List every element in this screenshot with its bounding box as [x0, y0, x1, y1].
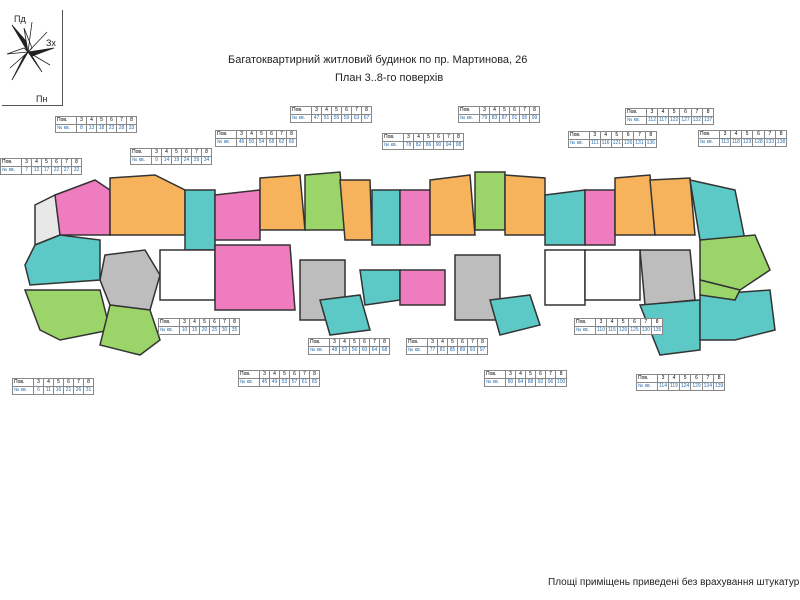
apt-orange-right2 [649, 177, 696, 236]
apt-cyan-right3 [699, 289, 776, 341]
apt-pink-center-left2 [214, 244, 296, 311]
apt-cyan-left [184, 189, 216, 251]
apt-green-left2 [99, 304, 161, 356]
apt-pink-right [584, 189, 616, 246]
compass-label-pd: Пд [14, 14, 26, 24]
apt-cyan-right [689, 179, 746, 241]
apt-cyan-center-left [371, 189, 401, 246]
apt-cyan-right2 [638, 299, 701, 356]
table-header-apt: № кв. [55, 124, 77, 133]
apt-pink-center-right2 [399, 269, 446, 306]
compass-label-zx: Зх [46, 38, 56, 48]
plan-outline [23, 171, 776, 356]
apt-white-center-right [544, 249, 586, 306]
compass-box: Пд Зх Пн [2, 10, 63, 106]
apt-orange-center-right2 [504, 174, 546, 236]
apt-cyan-center-left2 [319, 294, 371, 336]
apt-pink-center-left [214, 189, 261, 241]
page-title: Багатоквартирний житловий будинок по пр.… [228, 54, 528, 66]
apt-white-right [584, 249, 641, 301]
apt-orange-left [109, 174, 186, 236]
apt-cyan-center-right2 [489, 294, 541, 336]
stair-right [639, 249, 696, 306]
apt-green-right2 [699, 279, 742, 301]
apt-green-right [699, 234, 771, 291]
apt-cyan-center-left3 [359, 269, 401, 306]
compass-label-pn: Пн [36, 94, 48, 104]
footnote: Площі приміщень приведені без врахування… [548, 577, 800, 588]
apt-white-left [159, 249, 216, 301]
apt-pink-center-right [399, 189, 431, 246]
apt-green-left [23, 289, 111, 341]
apt-orange-center-left2 [339, 179, 373, 241]
apt-green-center-right [474, 171, 506, 231]
apt-orange-center-left [259, 174, 306, 231]
compass-rose-icon [6, 21, 55, 81]
apt-cyan-center-right [544, 189, 586, 246]
apt-orange-center-right [429, 174, 476, 236]
apt-green-center-left [304, 171, 346, 231]
page-subtitle: План 3..8-го поверхів [335, 72, 444, 84]
stair-left [99, 249, 161, 311]
table-header-floor: Пов. [55, 116, 77, 125]
apt-orange-right [614, 174, 656, 236]
